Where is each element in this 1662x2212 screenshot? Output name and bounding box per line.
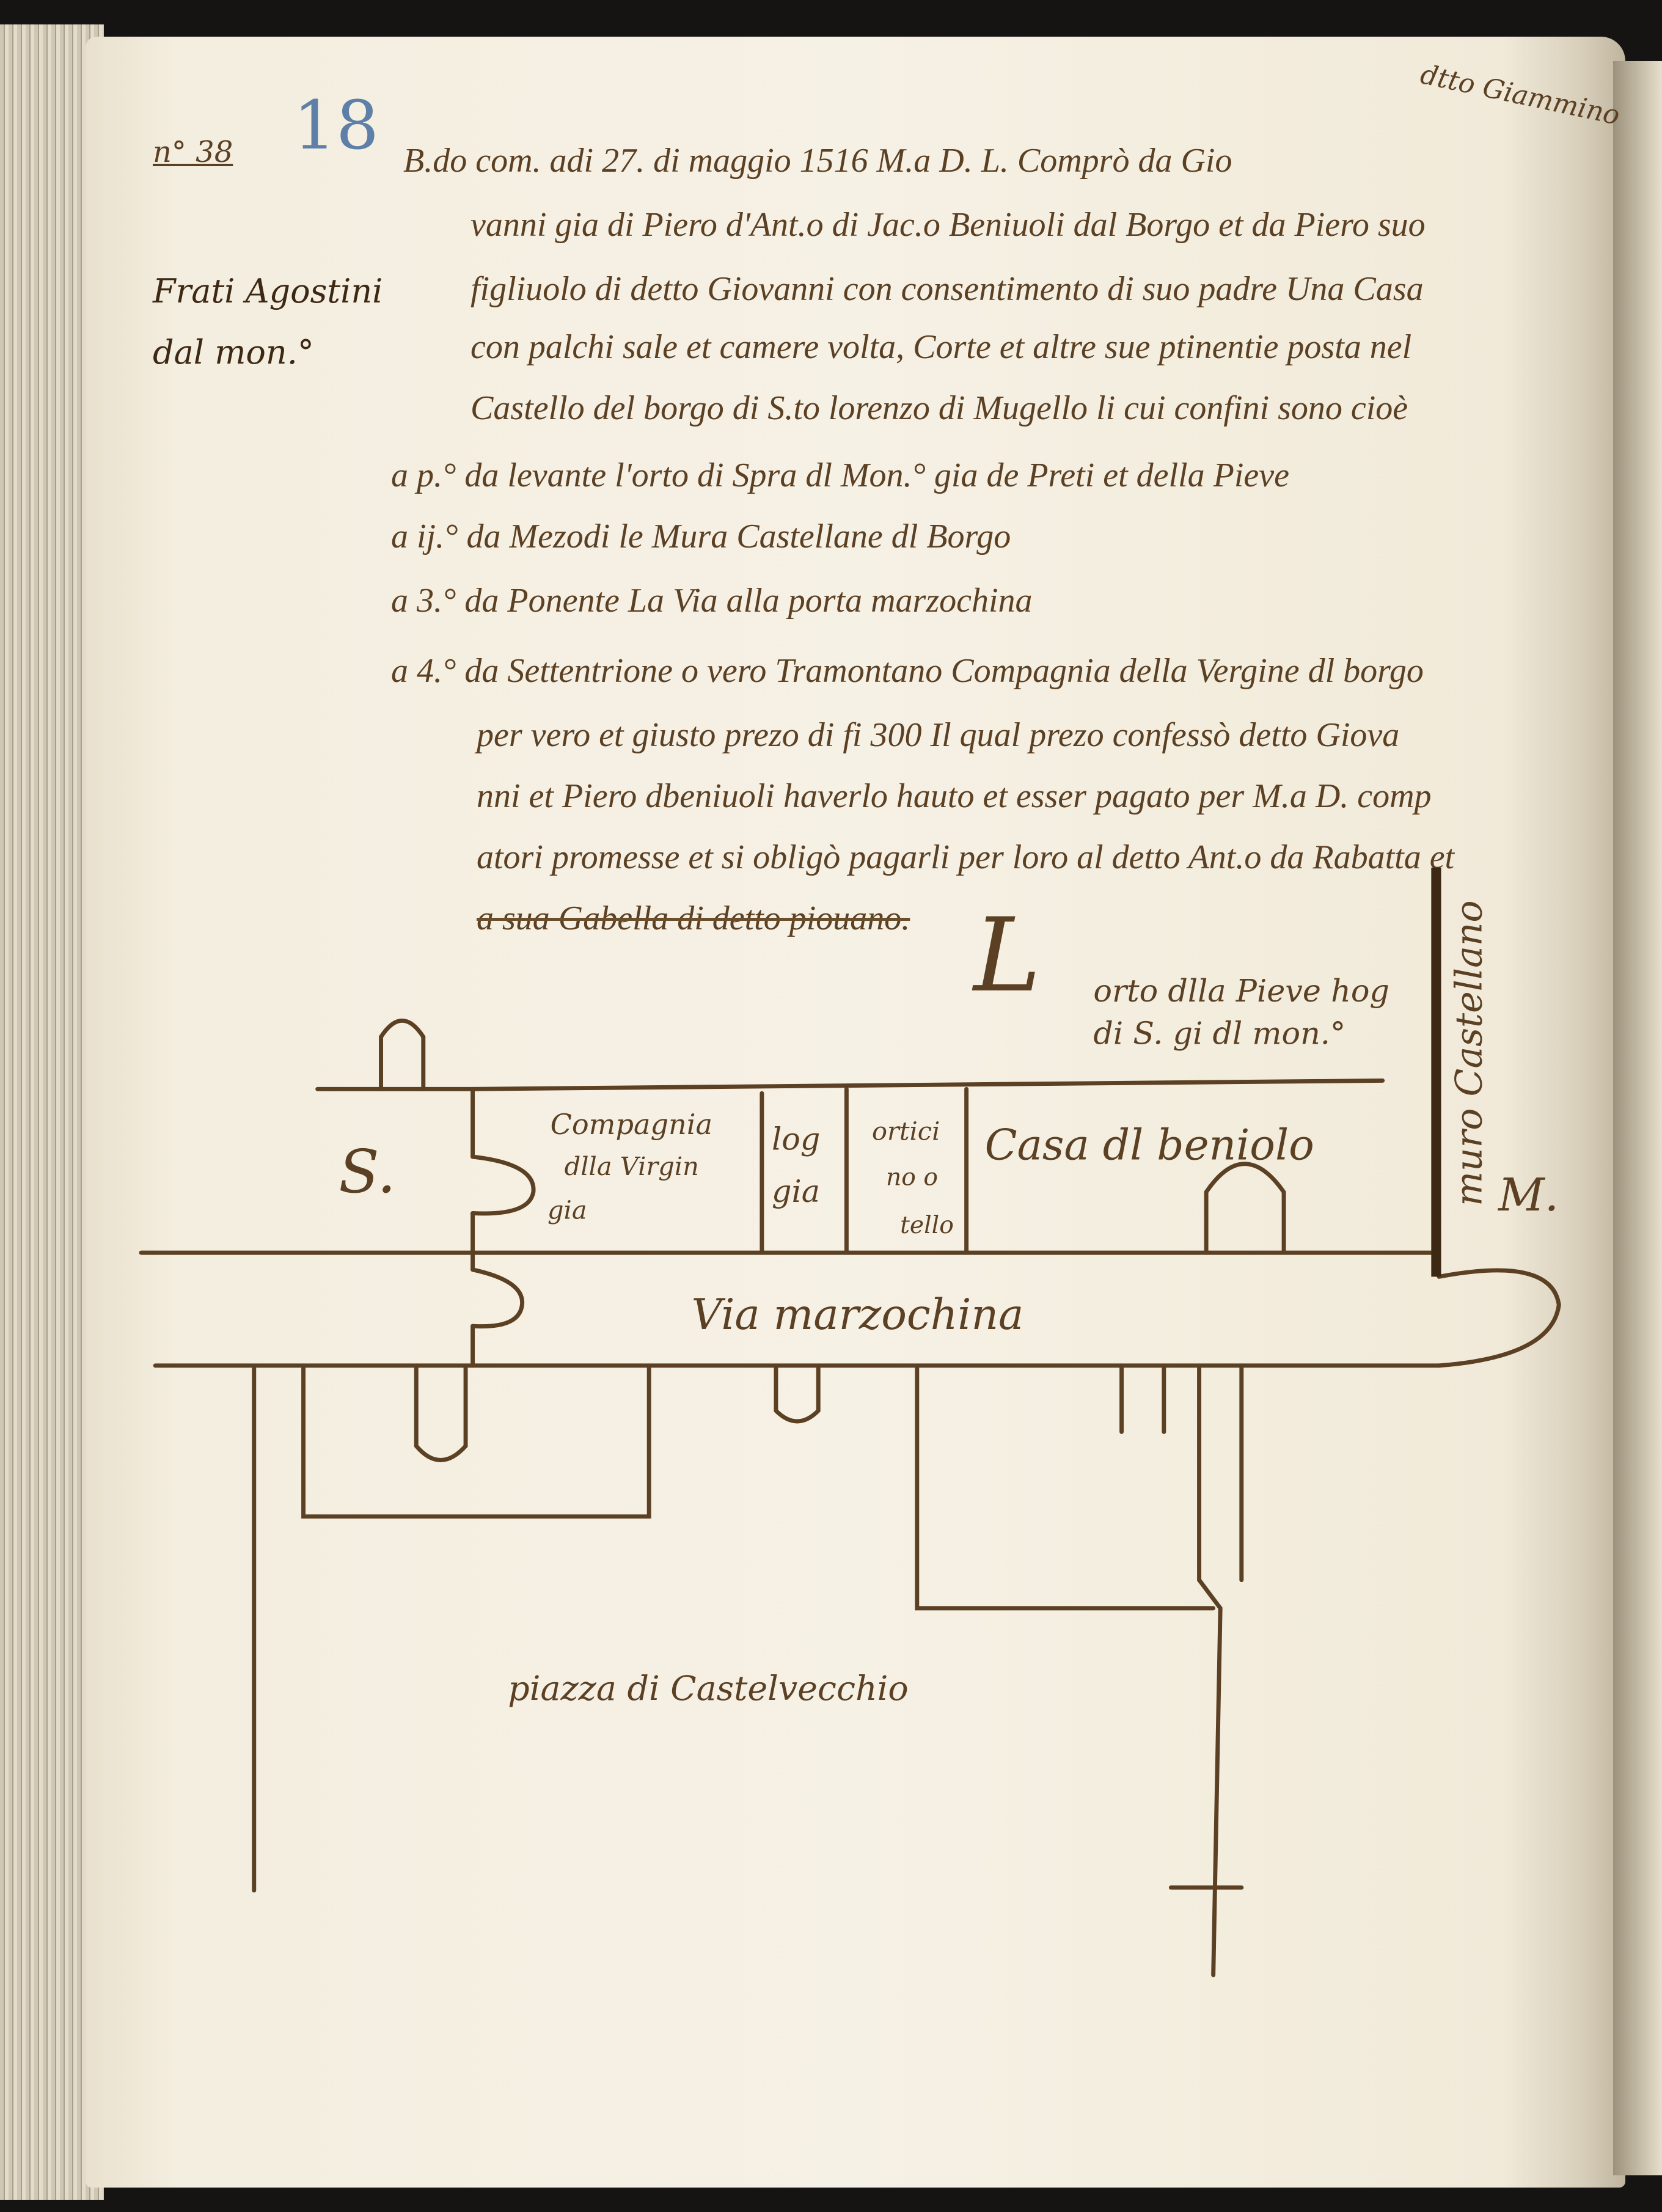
south-passage <box>1197 1363 1244 1977</box>
label-loggia: log <box>772 1121 820 1157</box>
s-bump <box>470 1154 536 1216</box>
label-l: L <box>972 897 1041 1015</box>
casa-arch <box>1204 1162 1286 1255</box>
page-number: 18 <box>293 86 379 164</box>
east-cap <box>1437 1268 1561 1368</box>
s-bump-2 <box>470 1267 524 1329</box>
manuscript-page <box>86 37 1625 2188</box>
record-line: atori promesse et si obligò pagarli per … <box>477 838 1455 876</box>
label-piazza: piazza di Castelvecchio <box>508 1669 908 1708</box>
s-arch-top <box>379 1019 426 1091</box>
record-line: con palchi sale et camere volta, Corte e… <box>470 328 1412 366</box>
record-line: figliuolo di detto Giovanni con consenti… <box>470 270 1424 308</box>
record-line: a ij.° da Mezodi le Mura Castellane dl B… <box>391 518 1011 555</box>
margin-note-line: dal mon.° <box>153 333 314 372</box>
margin-note-line: Frati Agostini <box>153 272 383 310</box>
record-line: Castello del borgo di S.to lorenzo di Mu… <box>470 389 1408 427</box>
label-orto: orto dlla Pieve hog <box>1093 973 1389 1009</box>
label-via: Via marzochina <box>691 1291 1023 1339</box>
record-line: a 4.° da Settentrione o vero Tramontano … <box>391 652 1424 690</box>
facing-page-edge <box>1613 61 1662 2175</box>
record-line: a p.° da levante l'orto di Spra dl Mon.°… <box>391 456 1289 494</box>
record-line: a sua Gabella di detto piouano. <box>477 899 910 937</box>
record-line: a 3.° da Ponente La Via alla porta marzo… <box>391 582 1033 620</box>
label-casa: Casa dl beniolo <box>985 1121 1314 1170</box>
buildings-north-line <box>470 1078 1385 1091</box>
record-line: nni et Piero dbeniuoli haverlo hauto et … <box>477 777 1432 815</box>
label-orticino: no o <box>886 1163 938 1191</box>
record-line: B.do com. adi 27. di maggio 1516 M.a D. … <box>403 142 1232 180</box>
label-muro: muro Castellano <box>1448 900 1490 1206</box>
folio-number: n° 38 <box>153 135 233 169</box>
label-compagnia: Compagnia <box>551 1108 713 1141</box>
label-compagnia: gia <box>547 1195 587 1225</box>
label-s: S. <box>339 1137 396 1206</box>
south-lot <box>915 1363 1216 1611</box>
label-orticino: ortici <box>872 1116 940 1146</box>
label-loggia: gia <box>772 1173 820 1209</box>
label-orticino: tello <box>900 1212 954 1239</box>
west-lot <box>301 1363 651 1519</box>
label-m: M. <box>1497 1169 1559 1221</box>
arch-south-1 <box>414 1363 468 1462</box>
label-orto: di S. gi dl mon.° <box>1093 1015 1345 1051</box>
arch-south-3 <box>1119 1363 1166 1434</box>
record-line: vanni gia di Piero d'Ant.o di Jac.o Beni… <box>470 206 1426 244</box>
label-compagnia: dlla Virgin <box>565 1151 699 1181</box>
arch-south-2 <box>774 1363 821 1424</box>
record-line: per vero et giusto prezo di fi 300 Il qu… <box>477 716 1400 754</box>
